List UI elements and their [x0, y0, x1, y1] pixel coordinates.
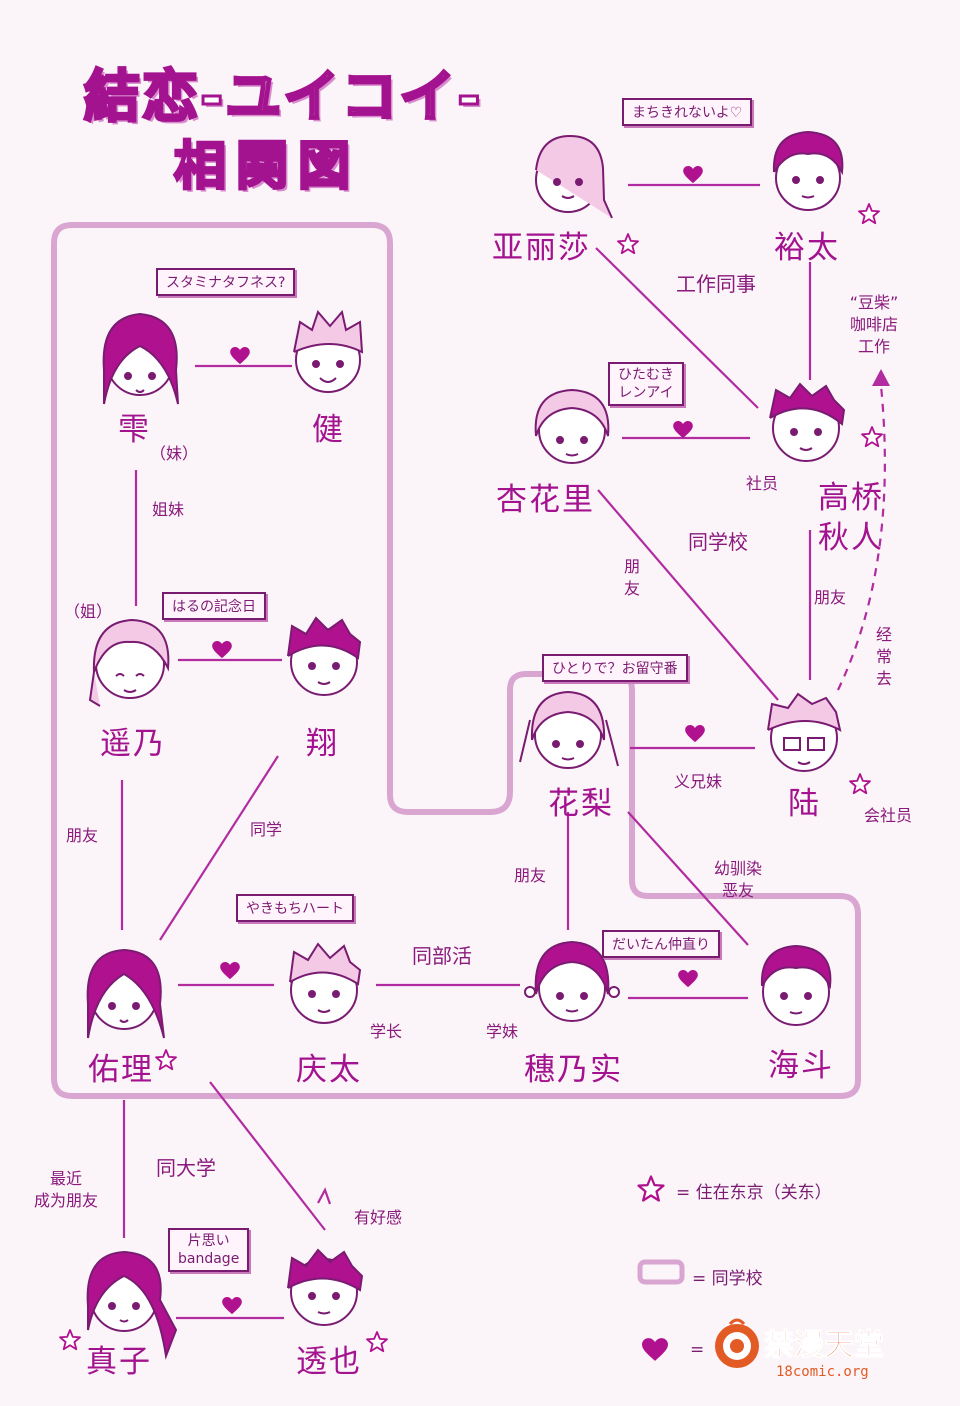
name-honomi: 穗乃实 — [524, 1052, 623, 1088]
tag-yuri-keita: やきもちハート — [236, 894, 354, 922]
same-school-box — [51, 222, 861, 1099]
name-kyoka: 杏花里 — [496, 482, 595, 518]
face-alisa — [535, 134, 613, 219]
name-toya: 透也 — [296, 1344, 362, 1380]
label-childhood-friends-line2: 恶友 — [721, 881, 754, 900]
legend-heart-text: = — [690, 1340, 705, 1360]
label-recently-friends-line1: 最近 — [49, 1169, 82, 1188]
title-line2: 相関図 — [172, 136, 361, 199]
name-alisa: 亚丽莎 — [492, 230, 591, 266]
label-company-employee: 会社员 — [864, 806, 913, 825]
heart-icon — [642, 1338, 668, 1361]
label-friends-akito-riku: 朋友 — [814, 588, 847, 607]
label-junior: 学妹 — [486, 1022, 519, 1041]
tag-haruno-sho: はるの記念日 — [162, 592, 266, 620]
face-shizuku — [102, 312, 179, 405]
watermark-main: 禁漫天堂 — [764, 1328, 885, 1364]
school-box-icon — [637, 1259, 685, 1285]
label-same-school: 同学校 — [688, 530, 748, 554]
label-same-club: 同部活 — [412, 944, 472, 968]
watermark-sub: 18comic.org — [776, 1364, 869, 1380]
name-sho: 翔 — [306, 726, 339, 762]
label-has-feelings: 有好感 — [354, 1208, 403, 1227]
label-friends-karin-honomi: 朋友 — [514, 866, 547, 885]
face-akito — [769, 382, 846, 462]
legend-star-text: = 住在东京（关东） — [676, 1183, 832, 1203]
name-ken: 健 — [312, 412, 345, 448]
label-recently-friends-line2: 成为朋友 — [33, 1191, 98, 1210]
face-kaito — [760, 944, 832, 1026]
face-yuri — [86, 948, 165, 1039]
label-older-sister: （姐） — [64, 602, 113, 621]
label-mamesiba-line1: “豆柴” — [849, 293, 899, 312]
name-yuta: 裕太 — [774, 230, 840, 266]
face-mako — [86, 1250, 178, 1360]
face-toya — [287, 1248, 364, 1326]
tag-karin-riku: ひとりで？お留守番 — [542, 654, 688, 682]
tag-mako-toya-line2: bandage — [178, 1251, 240, 1267]
name-keita: 庆太 — [296, 1052, 362, 1088]
label-often-go: 经常去 — [875, 625, 892, 688]
face-haruno — [88, 618, 170, 707]
face-honomi — [524, 940, 620, 1022]
label-coworkers: 工作同事 — [676, 272, 756, 296]
label-mamesiba: “豆柴” 咖啡店 工作 — [838, 292, 910, 358]
label-recently-friends: 最近 成为朋友 — [22, 1168, 110, 1212]
character-faces — [86, 130, 846, 1360]
tag-mako-toya-line1: 片思い — [187, 1233, 230, 1249]
tag-mako-toya: 片思い bandage — [168, 1228, 250, 1272]
tag-kyoka-akito-line2: レンアイ — [618, 385, 674, 401]
watermark-logo-icon — [715, 1318, 759, 1368]
label-classmates: 同学 — [250, 820, 283, 839]
name-riku: 陆 — [788, 786, 821, 822]
name-shizuku: 雫 — [118, 412, 151, 448]
tag-kyoka-akito: ひたむき レンアイ — [608, 362, 684, 406]
label-same-university: 同大学 — [156, 1156, 216, 1180]
connection-lines — [120, 183, 890, 1320]
name-haruno: 遥乃 — [100, 726, 166, 762]
face-kyoka — [534, 388, 610, 464]
tag-alisa-yuta: まちきれないよ♡ — [622, 98, 753, 126]
label-mamesiba-line2: 咖啡店 — [849, 315, 898, 334]
name-akito-line2: 秋人 — [818, 520, 884, 556]
name-mako: 真子 — [86, 1344, 152, 1380]
label-step-siblings: 义兄妹 — [674, 772, 723, 791]
label-mamesiba-line3: 工作 — [857, 337, 890, 356]
label-friends-haruno-yuri: 朋友 — [66, 826, 99, 845]
label-senior: 学长 — [370, 1022, 403, 1041]
face-sho — [287, 616, 362, 696]
star-icon — [637, 1175, 665, 1202]
label-employee: 社员 — [746, 474, 779, 493]
legend-box-text: = 同学校 — [692, 1269, 763, 1289]
face-keita — [289, 942, 362, 1024]
tag-kyoka-akito-line1: ひたむき — [618, 367, 674, 383]
name-akito-line1: 高桥 — [818, 480, 884, 516]
label-friends-kyoka-riku: 朋友 — [623, 557, 640, 598]
name-karin: 花梨 — [548, 786, 614, 822]
label-childhood-friends-line1: 幼驯染 — [713, 859, 762, 878]
face-karin — [519, 690, 619, 769]
label-younger-sister: （妹） — [150, 444, 199, 463]
tag-shizuku-ken: スタミナタフネス? — [156, 268, 296, 296]
face-ken — [293, 309, 364, 393]
face-riku — [767, 692, 842, 772]
legend-marks — [637, 1175, 685, 1361]
label-childhood-friends: 幼驯染 恶友 — [708, 858, 768, 902]
name-yuri: 佑理 — [88, 1052, 154, 1088]
label-sisters: 姐妹 — [152, 500, 185, 519]
face-yuta — [772, 130, 844, 211]
tag-honomi-kaito: だいたん仲直り — [602, 930, 720, 958]
title-line1: 結恋-ユイコイ- — [82, 64, 483, 132]
name-kaito: 海斗 — [768, 1048, 834, 1084]
